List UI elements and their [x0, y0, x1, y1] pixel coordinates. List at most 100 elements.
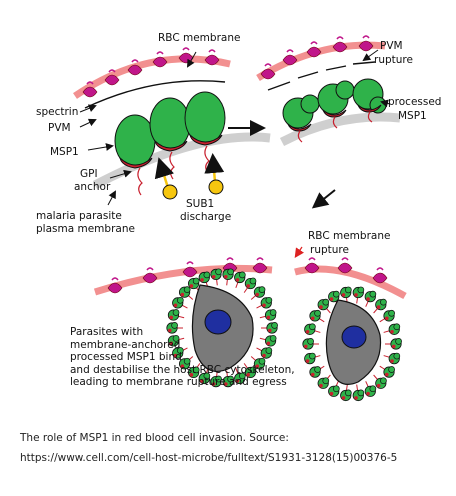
panel-rbc-rupture — [93, 246, 407, 402]
msp1-protein — [114, 114, 156, 169]
msp1-protein — [364, 290, 377, 303]
sub1-granule — [208, 179, 224, 195]
msp1-protein — [352, 286, 365, 299]
msp1-protein — [260, 296, 273, 309]
spectrin-knot — [182, 261, 198, 278]
gpi-anchor-line — [137, 167, 143, 196]
gpi-label-2: anchor — [74, 181, 111, 193]
spectrin-knot — [252, 257, 268, 274]
msp1-protein — [364, 385, 377, 397]
spectrin-knot — [306, 41, 322, 58]
msp1-protein — [172, 296, 184, 309]
ruptured-pvm — [267, 65, 347, 91]
parasite-plasma-membrane — [279, 112, 401, 146]
source-link[interactable]: https://www.cell.com/cell-host-microbe/f… — [20, 452, 398, 464]
spectrin-knot — [358, 35, 374, 52]
msp1-protein — [234, 271, 246, 284]
parasite-membrane-label-2: plasma membrane — [36, 223, 135, 235]
spectrin-knot — [127, 59, 143, 76]
msp1-protein — [328, 385, 340, 397]
processed-msp1-label-1: processed — [388, 96, 442, 108]
msp1-protein — [383, 366, 395, 378]
msp1-protein — [264, 334, 277, 347]
msp1-protein — [388, 323, 401, 335]
spectrin-knot — [304, 257, 320, 274]
msp1-label: MSP1 — [50, 146, 79, 158]
rbc-rupture-label-2: rupture — [310, 244, 349, 256]
msp1-protein — [198, 271, 211, 284]
msp1-protein — [340, 286, 352, 299]
msp1-protein — [244, 366, 257, 379]
spectrin-cluster-row — [82, 47, 220, 98]
spectrin-knot — [107, 277, 123, 294]
msp1-protein — [383, 309, 395, 322]
msp1-protein — [375, 298, 387, 311]
spectrin-knot — [82, 81, 98, 98]
pvm-rupture-label-1: PVM — [380, 40, 403, 52]
merozoite-right — [302, 286, 402, 402]
figure-caption: The role of MSP1 in red blood cell invas… — [20, 432, 289, 444]
msp1-protein — [244, 277, 257, 290]
processed-msp1 — [352, 78, 387, 114]
spectrin-label: spectrin — [36, 106, 79, 118]
msp1-protein — [234, 372, 246, 385]
spectrin-knot — [152, 51, 168, 68]
msp1-protein — [328, 290, 340, 303]
msp1-protein — [167, 309, 180, 321]
spectrin-knot — [337, 257, 353, 274]
description-text: Parasites with membrane-anchored process… — [70, 326, 330, 389]
pvm-label: PVM — [48, 122, 71, 134]
spectrin-cluster-row — [260, 35, 374, 80]
msp1-protein — [178, 286, 191, 298]
sub1-label-1: SUB1 — [186, 198, 215, 210]
spectrin-cluster-row — [107, 257, 388, 294]
spectrin-knot — [332, 36, 348, 53]
description-line: Parasites with — [70, 326, 144, 338]
gpi-label-1: GPI — [80, 168, 98, 180]
msp1-protein — [302, 338, 314, 350]
msp1-protein — [172, 347, 184, 359]
parasite-membrane-label-1: malaria parasite — [36, 210, 122, 222]
msp1-protein — [210, 268, 222, 280]
msp1-protein — [222, 375, 234, 388]
msp1-protein — [253, 286, 266, 298]
step-arrow-down — [311, 189, 336, 209]
msp1-protein — [390, 338, 402, 350]
msp1-protein — [178, 357, 191, 370]
description-line: leading to membrane rupture and egress — [70, 376, 287, 388]
msp1-protein — [222, 268, 234, 280]
msp1-protein — [167, 334, 180, 347]
msp1-protein — [304, 352, 316, 365]
panel-before-egress — [73, 47, 271, 206]
msp1-protein — [388, 352, 401, 365]
parasite-plasma-membrane — [92, 132, 271, 189]
spectrin-knot — [260, 63, 276, 80]
msp1-protein — [317, 298, 330, 311]
sub1-arrow — [204, 153, 225, 183]
spectrin-knot — [372, 267, 388, 284]
panel-pvm-rupture — [256, 35, 401, 146]
msp1-protein — [375, 377, 387, 389]
msp1-protein — [352, 389, 365, 402]
processed-msp1 — [317, 80, 355, 118]
rbc-membrane-band — [73, 55, 231, 99]
spectrin-knot — [204, 49, 220, 66]
msp1-protein — [304, 323, 316, 335]
spectrin-knot — [282, 49, 298, 66]
msp1-protein — [198, 372, 211, 385]
description-line: processed MSP1 bind — [70, 351, 182, 363]
msp1-protein — [264, 309, 277, 321]
merozoite-left — [166, 268, 278, 388]
msp1-protein — [260, 347, 273, 359]
gpi-anchor-line — [204, 145, 210, 174]
msp1-protein — [309, 366, 321, 378]
rbc-rupture-label-1: RBC membrane — [308, 230, 391, 242]
description-line: and destabilise the host RBC cytoskeleto… — [70, 363, 295, 376]
msp1-protein — [309, 309, 321, 322]
msp1-protein — [166, 322, 178, 334]
sub1-label-2: discharge — [180, 211, 232, 223]
spectrin-knot — [104, 69, 120, 86]
description-line: membrane-anchored — [70, 338, 181, 351]
msp1-protein — [210, 375, 222, 388]
